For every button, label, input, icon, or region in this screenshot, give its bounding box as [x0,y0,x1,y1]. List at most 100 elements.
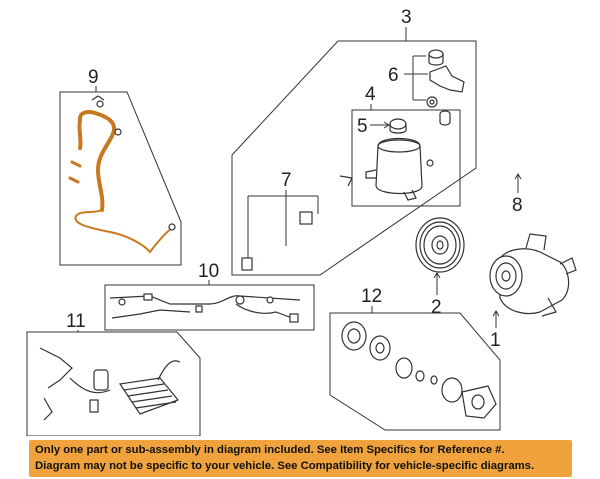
hose-upper-section [77,118,83,150]
pump-front-ring [495,262,517,290]
reservoir-outlet [365,169,377,179]
reservoir-cap-side [389,124,407,134]
cooler-fins [123,383,177,409]
reservoir-rim [377,139,421,153]
hose-return-line [74,209,173,254]
panel-4-outline [351,109,461,207]
leader-5-arrow [383,121,390,129]
suction-hose-clamp-upper [299,211,313,225]
cooler-core-body [118,377,179,415]
leader-1-arrow [492,310,500,317]
return-hose-inner [488,154,572,202]
seal-oring-3 [430,375,438,385]
callout-9: 9 [88,67,99,88]
leader-8-arrow [514,173,522,180]
pump-mount-ear [559,257,577,275]
pulley-groove-1 [419,221,461,269]
bracket-washer-hole [429,99,435,105]
tube-right [235,303,293,319]
pump-inlet-fitting [525,233,547,251]
panel-9-outline [59,91,182,266]
bracket-washer [426,96,438,108]
mount-bracket-parts [426,49,465,126]
group-8-return-hose: 8 [488,154,572,216]
pulley-bore [436,240,444,250]
tube-clip-2 [195,305,203,313]
group-3-reservoir-assembly: 3 4 5 6 [231,7,477,276]
cooler-hose-1 [39,347,73,389]
suction-hose-inner [257,177,344,265]
tube-long-lower [111,309,191,319]
bracket-bushing [439,110,451,126]
callout-8: 8 [512,195,523,216]
reservoir-cap [389,118,407,134]
seal-ring-large-inner [347,328,361,344]
cooler-fitting [93,369,109,391]
group-2-pulley: 2 [415,217,465,318]
hose-clamp-mid [114,128,122,136]
leader-6 [404,55,428,101]
return-hose-outer [489,156,571,201]
callout-12: 12 [361,286,382,307]
suction-hose-clamp-lower [241,257,253,271]
tube-clip-1 [143,293,153,301]
seal-gasket-plate [461,385,497,419]
seal-oring-2 [415,370,425,382]
pump-front-plate [489,255,523,297]
notice-banner: Only one part or sub-assembly in diagram… [29,440,572,477]
panel-10-outline [104,284,315,331]
panel-11-outline [26,331,201,436]
cooler-line [69,377,111,394]
group-11-cooler-assembly: 11 [26,311,201,436]
seal-ring-medium [369,335,391,361]
cooler-block [89,399,99,413]
hose-fitting-left [68,160,82,184]
callout-4: 4 [365,84,376,105]
parts-diagram: 9 3 4 5 6 [26,7,577,436]
notice-line-1: Only one part or sub-assembly in diagram… [35,444,505,456]
pump-outlet-fitting [541,297,557,317]
callout-1: 1 [490,330,501,351]
cooler-hose-2 [43,397,53,421]
callout-5: 5 [357,116,368,137]
reservoir-mount [403,189,417,201]
reservoir-tank [365,137,423,201]
tube-fitting-3 [118,298,126,306]
tube-fitting-2 [266,296,274,304]
hose-clamp-end [168,223,176,231]
hose-main-section [77,110,117,212]
group-10-pressure-tubes: 10 [104,261,315,331]
seal-gasket-hole [471,394,485,410]
callout-7: 7 [281,170,292,191]
cooler-core [118,360,181,415]
pump-shaft [501,270,511,282]
seal-oring-1 [395,357,413,379]
pulley-hub [431,235,449,255]
tube-fitting-1 [235,295,245,305]
group-1-steering-pump: 1 [489,233,577,351]
callout-11: 11 [66,311,86,332]
panel-3-outline [231,40,477,276]
tube-clip-3 [289,313,299,323]
hose-bracket [91,95,105,101]
suction-hose [241,175,353,271]
bracket-cap [428,49,444,59]
leader-7 [247,190,319,258]
callout-3: 3 [401,7,412,28]
hose-clamp-top [96,100,104,108]
seal-oring-4 [441,377,463,403]
reservoir-cap-body [389,118,407,130]
highlighted-hose [68,95,176,254]
leader-2-arrow [433,272,441,279]
panel-12-outline [329,312,501,431]
callout-10: 10 [198,261,219,282]
callout-6: 6 [388,65,399,86]
notice-line-2: Diagram may not be specific to your vehi… [35,459,535,472]
seal-ring-large [341,321,367,351]
bracket-cap-side [428,54,444,66]
callout-2: 2 [431,297,442,318]
seal-ring-medium-inner [375,342,385,354]
reservoir-clip [426,159,434,167]
reservoir-body [375,137,423,195]
pulley-groove-2 [423,225,457,265]
